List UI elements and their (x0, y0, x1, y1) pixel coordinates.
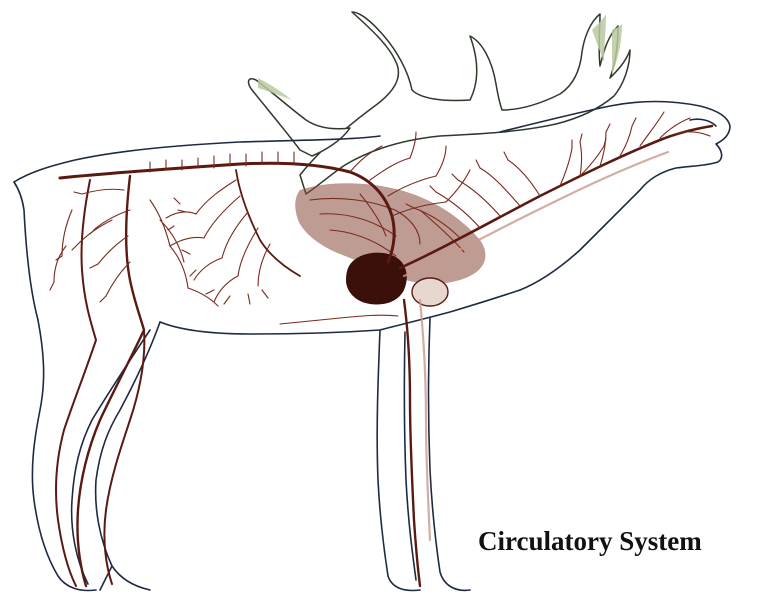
antlers (249, 12, 630, 194)
major-vessels (54, 112, 712, 586)
elk-body-outline (14, 102, 730, 591)
diagram-caption: Circulatory System (478, 526, 702, 556)
